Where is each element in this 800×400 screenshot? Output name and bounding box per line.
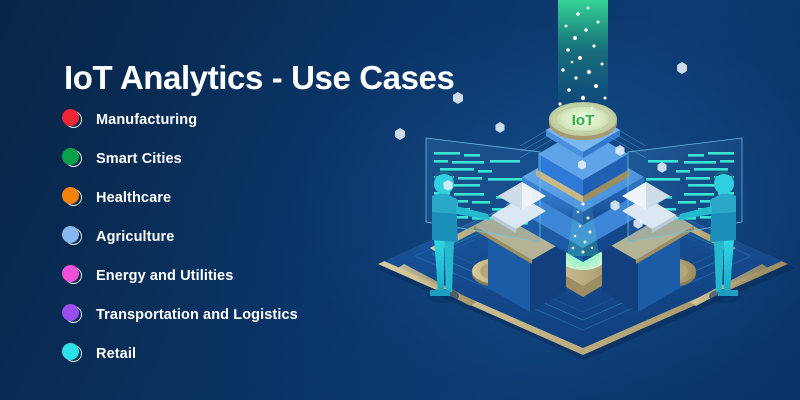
list-item[interactable]: Agriculture [60, 217, 298, 256]
downward-data-stream [567, 198, 599, 256]
bullet-circle-icon [60, 108, 86, 131]
bullet-dot [62, 147, 79, 165]
bullet-circle-icon [60, 303, 86, 326]
analyst-right-figure [678, 170, 741, 303]
list-item[interactable]: Energy and Utilities [60, 256, 298, 295]
use-case-label: Healthcare [96, 189, 172, 206]
use-case-label: Energy and Utilities [96, 267, 234, 284]
bullet-circle-icon [60, 225, 86, 248]
list-item[interactable]: Smart Cities [60, 139, 298, 178]
bullet-circle-icon [60, 186, 86, 209]
laptop-right [622, 182, 676, 233]
analyst-left-figure [427, 170, 490, 303]
use-case-list: Manufacturing Smart Cities Healthcare [60, 100, 298, 373]
use-case-label: Smart Cities [96, 150, 182, 167]
bullet-dot [62, 342, 79, 360]
bullet-circle-icon [60, 264, 86, 287]
list-item[interactable]: Healthcare [60, 178, 298, 217]
laptop-left [492, 182, 546, 233]
use-case-label: Transportation and Logistics [96, 306, 298, 323]
list-item[interactable]: Transportation and Logistics [60, 295, 298, 334]
use-case-label: Manufacturing [96, 111, 198, 128]
floating-hex-nodes [395, 62, 687, 229]
bullet-dot [62, 303, 79, 321]
iot-analytics-isometric-illustration: IoT [370, 0, 800, 400]
page-title: IoT Analytics - Use Cases [64, 59, 455, 97]
iot-chip-label: IoT [572, 112, 595, 129]
bullet-dot [62, 186, 79, 204]
bullet-dot [62, 264, 79, 282]
bullet-dot [62, 108, 79, 126]
list-item[interactable]: Manufacturing [60, 100, 298, 139]
list-item[interactable]: Retail [60, 334, 298, 373]
upward-data-stream [558, 0, 608, 112]
use-case-label: Retail [96, 345, 137, 362]
bullet-circle-icon [60, 147, 86, 170]
bullet-circle-icon [60, 342, 86, 365]
content-panel: IoT Analytics - Use Cases Manufacturing … [60, 59, 455, 373]
bullet-dot [62, 225, 79, 243]
use-case-label: Agriculture [96, 228, 175, 245]
